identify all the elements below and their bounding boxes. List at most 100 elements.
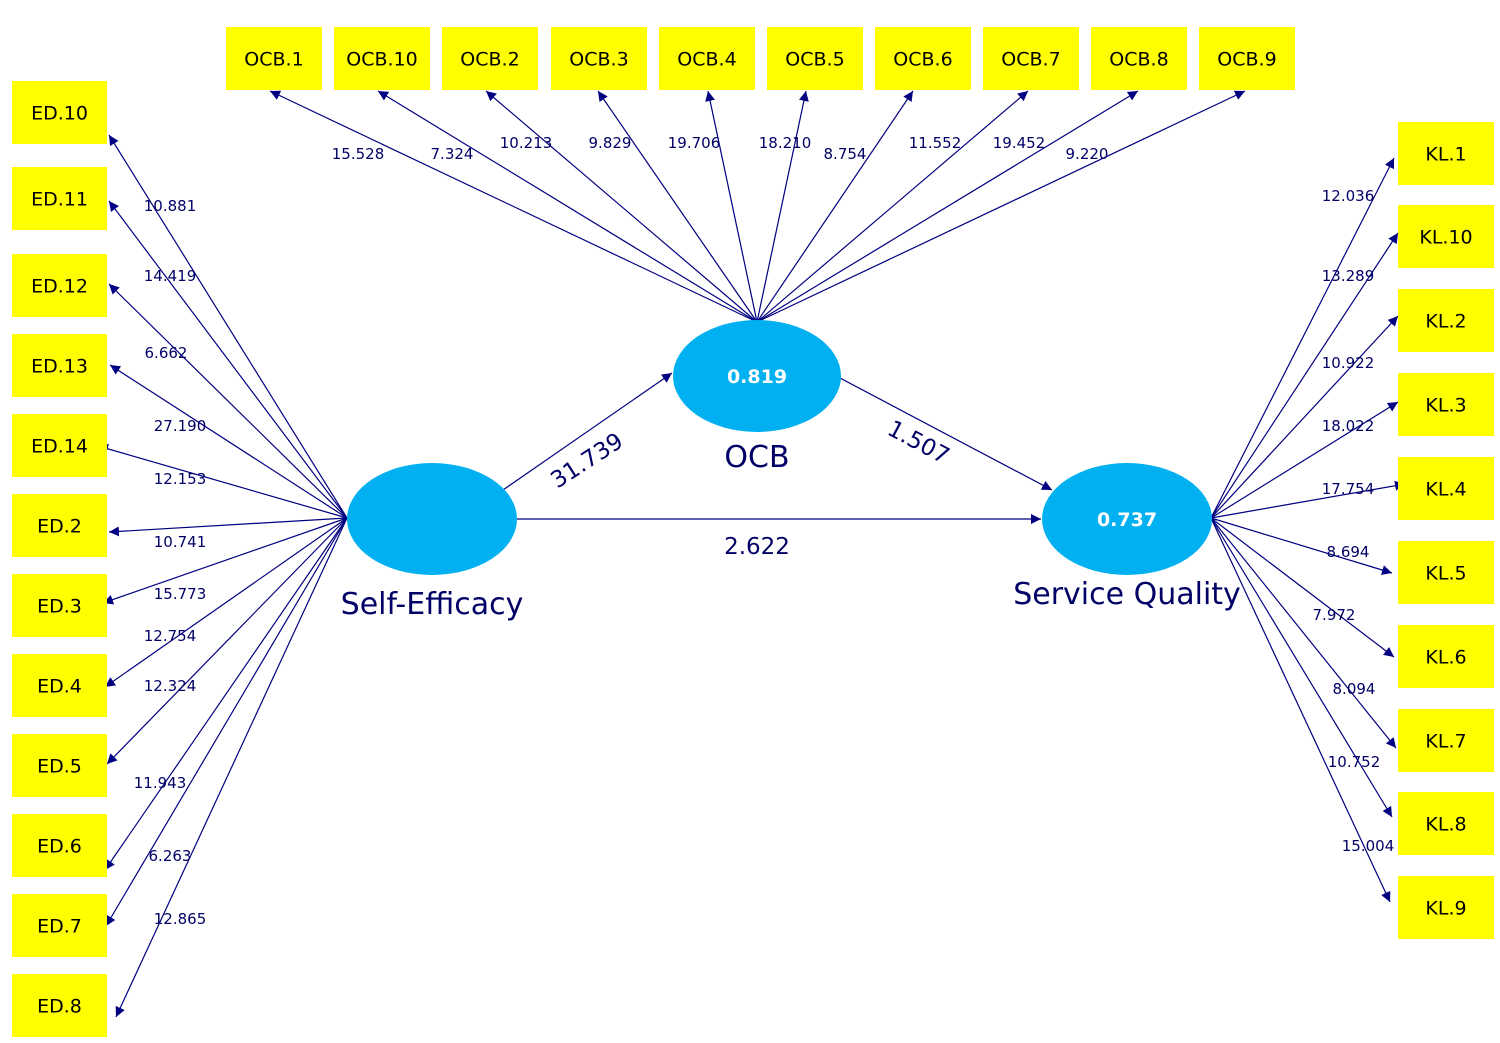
- indicator-box-ed-5: [12, 734, 107, 797]
- indicator-box-ocb-7: [983, 27, 1079, 90]
- loading-value-kl-4: 17.754: [1322, 480, 1375, 498]
- loading-arrow-kl-3: [1210, 401, 1399, 519]
- indicator-ocb-2: OCB.2: [442, 27, 538, 90]
- indicator-kl-10: KL.10: [1398, 205, 1494, 268]
- loading-arrow-ocb-5: [756, 90, 809, 323]
- loading-value-ed-12: 6.662: [145, 344, 188, 362]
- indicator-label-kl-10: KL.10: [1419, 227, 1472, 249]
- indicator-label-ed-14: ED.14: [31, 436, 88, 458]
- indicator-box-ocb-4: [659, 27, 755, 90]
- path-se-to-ocb: [502, 372, 673, 491]
- loading-arrow-ed-6: [104, 517, 348, 871]
- loading-arrow-ed-10: [108, 134, 348, 519]
- construct-service-quality-ellipse: [1042, 463, 1212, 575]
- indicator-label-ocb-1: OCB.1: [244, 49, 303, 71]
- loading-arrow-ed-7: [105, 517, 348, 927]
- indicator-label-ed-8: ED.8: [37, 996, 82, 1018]
- loading-arrow-ed-3: [102, 517, 348, 605]
- loading-arrow-ocb-2: [485, 90, 758, 323]
- loading-value-ocb-7: 11.552: [909, 134, 962, 152]
- loading-value-kl-2: 10.922: [1322, 354, 1375, 372]
- indicator-box-kl-10: [1398, 205, 1494, 268]
- indicator-box-ed-10: [12, 81, 107, 144]
- indicator-label-ocb-4: OCB.4: [677, 49, 736, 71]
- loading-value-ed-13: 27.190: [154, 417, 207, 435]
- indicator-kl-2: KL.2: [1398, 289, 1494, 352]
- loading-value-kl-8: 10.752: [1328, 753, 1381, 771]
- loading-value-ed-14: 12.153: [154, 470, 207, 488]
- indicator-label-ocb-8: OCB.8: [1109, 49, 1168, 71]
- loading-arrow-ed-5: [106, 517, 348, 765]
- loading-arrow-ocb-4: [705, 90, 758, 323]
- loading-arrow-kl-1: [1210, 157, 1395, 519]
- indicator-box-ed-11: [12, 167, 107, 230]
- loading-arrow-kl-7: [1210, 517, 1397, 749]
- construct-ocb-ellipse: [673, 320, 841, 432]
- loading-arrow-kl-2: [1210, 315, 1399, 519]
- loading-value-kl-10: 13.289: [1322, 267, 1375, 285]
- loading-arrow-ocb-7: [756, 90, 1029, 323]
- indicator-ocb-9: OCB.9: [1199, 27, 1295, 90]
- indicator-kl-8: KL.8: [1398, 792, 1494, 855]
- loading-arrow-kl-6: [1210, 517, 1395, 658]
- loading-value-ocb-10: 7.324: [431, 145, 474, 163]
- loading-arrow-kl-10: [1210, 232, 1399, 519]
- indicator-label-ocb-9: OCB.9: [1217, 49, 1276, 71]
- indicator-ed-14: ED.14: [12, 414, 107, 477]
- path-ocb-to-sq: [839, 377, 1053, 491]
- indicator-label-kl-1: KL.1: [1425, 144, 1466, 166]
- loading-arrow-ocb-3: [597, 90, 758, 323]
- loading-value-ed-6: 11.943: [134, 774, 187, 792]
- loading-arrow-kl-8: [1210, 517, 1393, 818]
- indicator-ed-13: ED.13: [12, 334, 107, 397]
- loading-value-ocb-3: 9.829: [589, 134, 632, 152]
- path-label-se-to-sq: 2.622: [724, 534, 790, 560]
- indicator-box-ed-13: [12, 334, 107, 397]
- loading-value-ocb-8: 19.452: [993, 134, 1046, 152]
- loading-arrow-kl-4: [1210, 480, 1406, 519]
- loading-arrow-ed-12: [108, 283, 348, 519]
- indicator-box-ed-8: [12, 974, 107, 1037]
- construct-self-efficacy: Self-Efficacy: [341, 463, 524, 622]
- indicator-label-kl-8: KL.8: [1425, 814, 1466, 836]
- path-label-ocb-to-sq: 1.507: [883, 416, 953, 470]
- indicator-label-ocb-10: OCB.10: [346, 49, 417, 71]
- indicator-label-kl-5: KL.5: [1425, 563, 1466, 585]
- loading-value-ocb-9: 9.220: [1066, 145, 1109, 163]
- indicator-label-kl-3: KL.3: [1425, 395, 1466, 417]
- indicator-ocb-10: OCB.10: [334, 27, 430, 90]
- construct-self-efficacy-label: Self-Efficacy: [341, 587, 524, 622]
- indicator-box-kl-9: [1398, 876, 1494, 939]
- loading-value-kl-6: 7.972: [1313, 606, 1356, 624]
- indicator-label-ed-4: ED.4: [37, 676, 82, 698]
- loading-arrow-ed-11: [108, 200, 348, 519]
- loading-value-ocb-5: 18.210: [759, 134, 812, 152]
- indicator-box-ocb-8: [1091, 27, 1187, 90]
- indicator-ed-12: ED.12: [12, 254, 107, 317]
- loading-arrow-ocb-6: [756, 90, 914, 323]
- loading-arrow-ed-4: [104, 517, 348, 688]
- indicator-box-kl-5: [1398, 541, 1494, 604]
- loading-value-ed-4: 12.754: [144, 627, 197, 645]
- loading-value-ed-2: 10.741: [154, 533, 207, 551]
- indicator-box-ed-12: [12, 254, 107, 317]
- indicator-box-ocb-2: [442, 27, 538, 90]
- indicator-ed-11: ED.11: [12, 167, 107, 230]
- indicator-label-kl-4: KL.4: [1425, 479, 1466, 501]
- indicator-kl-9: KL.9: [1398, 876, 1494, 939]
- construct-ocb: 0.819 OCB: [673, 320, 841, 475]
- indicator-label-ed-13: ED.13: [31, 356, 88, 378]
- loading-value-kl-1: 12.036: [1322, 187, 1375, 205]
- indicator-box-ocb-9: [1199, 27, 1295, 90]
- loading-arrow-ocb-10: [377, 90, 758, 323]
- indicator-kl-7: KL.7: [1398, 709, 1494, 772]
- loading-value-ed-10: 10.881: [144, 197, 197, 215]
- indicator-ocb-8: OCB.8: [1091, 27, 1187, 90]
- indicator-box-ocb-6: [875, 27, 971, 90]
- indicator-label-ed-6: ED.6: [37, 836, 82, 858]
- indicator-ed-10: ED.10: [12, 81, 107, 144]
- loading-arrow-ocb-1: [269, 90, 758, 323]
